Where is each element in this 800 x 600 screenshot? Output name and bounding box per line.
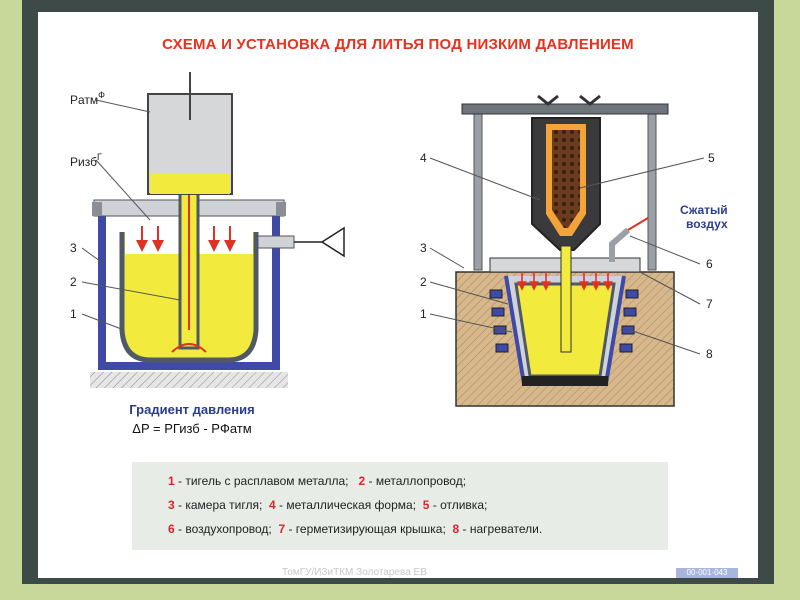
label-right-7: 7 bbox=[706, 297, 713, 311]
footer-strip bbox=[0, 584, 800, 600]
left-leaders bbox=[81, 99, 181, 331]
label-p-atm: PатмФ bbox=[70, 90, 105, 107]
gradient-title: Градиент давления bbox=[129, 402, 255, 417]
heaters-8 bbox=[489, 289, 639, 353]
air-port bbox=[253, 235, 295, 249]
right-leaders bbox=[429, 157, 705, 355]
label-p-izb: PизбГ bbox=[70, 152, 102, 169]
casting-5 bbox=[552, 130, 580, 228]
air-pipe-6 bbox=[609, 227, 630, 262]
legend-box: 1 - тигель с расплавом металла; 2 - мета… bbox=[132, 462, 668, 550]
label-right-4: 4 bbox=[420, 151, 427, 165]
upper-melt bbox=[150, 174, 230, 194]
lid-bolt-left bbox=[92, 202, 102, 216]
lid-bolt-right bbox=[276, 202, 286, 216]
legend-line-3: 6 - воздухопровод; 7 - герметизирующая к… bbox=[168, 522, 543, 536]
gradient-formula: ΔP = PГизб - PФатм bbox=[132, 421, 252, 436]
valve-icon bbox=[320, 226, 345, 258]
right-pressure-arrows bbox=[517, 272, 613, 291]
label-right-5: 5 bbox=[708, 151, 715, 165]
label-right-2: 2 bbox=[420, 275, 427, 289]
left-scheme bbox=[81, 72, 345, 388]
wing-nut-right bbox=[579, 94, 601, 106]
top-bar bbox=[461, 103, 669, 115]
label-right-8: 8 bbox=[706, 347, 713, 361]
label-right-6: 6 bbox=[706, 257, 713, 271]
air-pipe-flow bbox=[627, 217, 649, 231]
legend-line-1: 1 - тигель с расплавом металла; 2 - мета… bbox=[168, 474, 467, 488]
page-badge: 00·001·043 bbox=[676, 568, 738, 578]
label-left-1: 1 bbox=[70, 307, 77, 321]
right-scheme bbox=[429, 94, 705, 407]
tie-rod-left bbox=[473, 109, 483, 271]
chamber-3 bbox=[98, 214, 280, 370]
label-left-2: 2 bbox=[70, 275, 77, 289]
label-right-3: 3 bbox=[420, 241, 427, 255]
pressure-arrows bbox=[136, 226, 236, 252]
wing-nut-left bbox=[537, 94, 559, 106]
air-label-2: воздух bbox=[686, 217, 728, 231]
ground-hatch bbox=[90, 372, 288, 388]
crucible-base bbox=[522, 376, 608, 386]
label-right-1: 1 bbox=[420, 307, 427, 321]
watermark: ТомГУ/ИЗиТКМ Золотарева ЕВ bbox=[282, 567, 427, 578]
air-label-1: Сжатый bbox=[680, 203, 728, 217]
riser-tube bbox=[560, 245, 572, 353]
gradient-block: Градиент давления ΔP = PГизб - PФатм bbox=[112, 402, 272, 436]
slide-title: СХЕМА И УСТАНОВКА ДЛЯ ЛИТЬЯ ПОД НИЗКИМ Д… bbox=[162, 36, 634, 53]
label-left-3: 3 bbox=[70, 241, 77, 255]
legend-line-2: 3 - камера тигля; 4 - металлическая форм… bbox=[168, 498, 488, 512]
inflow-arrows bbox=[171, 343, 207, 353]
